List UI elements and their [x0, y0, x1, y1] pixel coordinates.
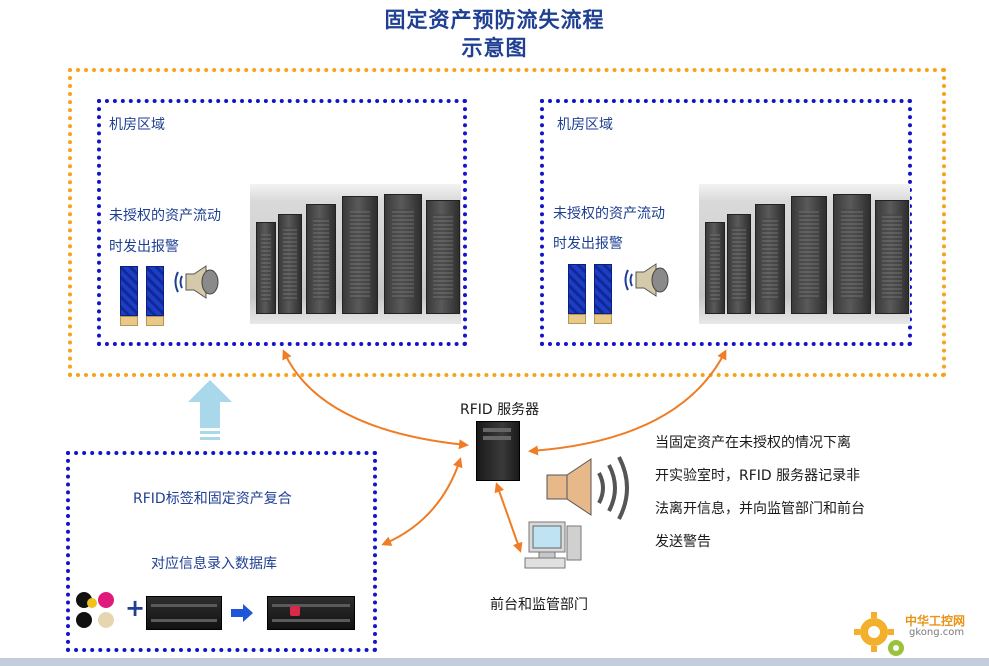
warning-text-line1: 当固定资产在未授权的情况下离	[655, 435, 851, 451]
bottom-bar	[0, 658, 989, 666]
warning-text-line2: 开实验室时，RFID 服务器记录非	[655, 468, 861, 484]
frontdesk-label: 前台和监管部门	[490, 597, 588, 613]
asset-device-icon	[146, 596, 222, 630]
up-arrow-icon	[188, 380, 232, 440]
database-text-line2: 对应信息录入数据库	[151, 556, 277, 572]
connector-database	[381, 457, 463, 546]
logo-url: gkong.com	[909, 627, 965, 638]
room-label-right: 机房区域	[557, 117, 613, 133]
database-text-line1: RFID标签和固定资产复合	[133, 491, 292, 507]
speaker-icon	[624, 263, 669, 297]
right-arrow-icon	[231, 604, 253, 622]
tag-dots-icon	[76, 592, 118, 630]
logo-text: 中华工控网	[905, 614, 966, 628]
server-room-photo-right	[699, 184, 910, 324]
room-area-right	[540, 99, 912, 346]
gate-icon	[118, 266, 168, 328]
plus-icon: +	[125, 594, 146, 622]
server-icon	[476, 421, 520, 481]
facility-boundary	[68, 68, 946, 377]
warning-text-line4: 发送警告	[655, 534, 711, 550]
server-room-photo-left	[250, 184, 461, 324]
speaker-icon	[546, 456, 629, 520]
database-entry-box	[66, 451, 377, 652]
alarm-text-right-line1: 未授权的资产流动	[553, 206, 665, 222]
gate-icon	[566, 264, 616, 326]
room-label-left: 机房区域	[109, 117, 165, 133]
connector-frontdesk	[494, 482, 523, 553]
alarm-text-left-line1: 未授权的资产流动	[109, 208, 221, 224]
server-label: RFID 服务器	[460, 402, 540, 418]
tagged-asset-device-icon	[267, 596, 355, 630]
computer-icon	[524, 521, 582, 569]
alarm-text-left-line2: 时发出报警	[109, 239, 179, 255]
warning-text-line3: 法离开信息，并向监管部门和前台	[655, 501, 865, 517]
speaker-icon	[174, 265, 219, 299]
diagram-subtitle: 示意图	[461, 36, 528, 60]
gear-logo-icon	[854, 612, 904, 656]
room-area-left	[97, 99, 467, 346]
alarm-text-right-line2: 时发出报警	[553, 236, 623, 252]
diagram-title: 固定资产预防流失流程	[384, 8, 605, 32]
